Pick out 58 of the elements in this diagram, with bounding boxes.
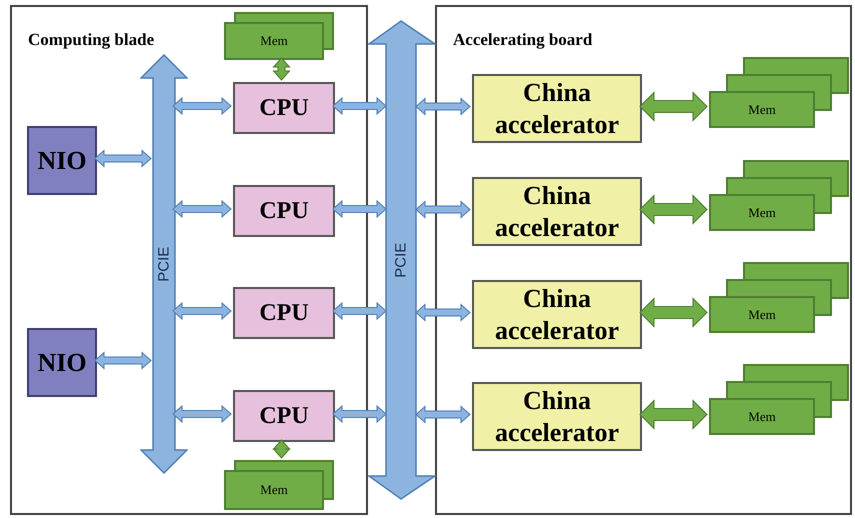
box-label: NIO bbox=[37, 145, 87, 177]
board-panel bbox=[10, 5, 368, 515]
box-label: CPU bbox=[259, 299, 309, 328]
double-arrow bbox=[415, 405, 471, 424]
double-arrow bbox=[272, 439, 291, 459]
double-arrow bbox=[332, 302, 387, 320]
box-label: China accelerator bbox=[494, 180, 620, 244]
double-arrow bbox=[415, 97, 471, 116]
memory-stack bbox=[224, 12, 334, 60]
memory-label: Mem bbox=[748, 408, 776, 426]
memory-label: Mem bbox=[748, 204, 776, 222]
memory-stack bbox=[224, 460, 334, 510]
box-label: CPU bbox=[259, 197, 309, 226]
nio-box bbox=[27, 126, 97, 195]
panel-title: Computing blade bbox=[28, 30, 154, 49]
memory-stack bbox=[709, 262, 849, 333]
double-arrow bbox=[172, 302, 232, 320]
cpu-box bbox=[233, 287, 335, 339]
double-arrow bbox=[94, 351, 152, 370]
double-arrow bbox=[172, 96, 232, 116]
box-label: CPU bbox=[259, 94, 309, 123]
box-label: China accelerator bbox=[494, 384, 620, 448]
double-arrow bbox=[415, 200, 471, 219]
double-arrow bbox=[272, 57, 291, 81]
double-arrow bbox=[332, 96, 387, 116]
double-arrow bbox=[639, 399, 708, 430]
double-arrow bbox=[415, 303, 471, 322]
board-panel bbox=[435, 5, 852, 515]
cpu-box bbox=[233, 185, 335, 237]
memory-label: Mem bbox=[748, 100, 776, 119]
memory-stack bbox=[709, 364, 849, 435]
double-arrow bbox=[639, 91, 708, 122]
memory-stack bbox=[709, 160, 849, 231]
panel-title: Accelerating board bbox=[453, 30, 592, 49]
double-arrow bbox=[639, 297, 708, 328]
double-arrow bbox=[172, 200, 232, 218]
memory-label: Mem bbox=[748, 306, 776, 324]
box-label: NIO bbox=[37, 347, 87, 379]
memory-stack bbox=[709, 57, 849, 128]
double-arrow bbox=[332, 404, 387, 424]
double-arrow bbox=[332, 200, 387, 218]
accelerator-box bbox=[472, 177, 642, 246]
box-label: CPU bbox=[259, 402, 309, 431]
double-arrow bbox=[172, 404, 232, 424]
nio-box bbox=[27, 328, 97, 397]
memory-label: Mem bbox=[260, 481, 288, 500]
bus-label: PCIE bbox=[390, 242, 410, 278]
memory-label: Mem bbox=[260, 32, 288, 50]
cpu-box bbox=[233, 82, 335, 134]
accelerator-box bbox=[472, 382, 642, 451]
bus-label: PCIE bbox=[154, 246, 173, 282]
box-label: China accelerator bbox=[494, 76, 620, 140]
double-arrow bbox=[639, 194, 708, 225]
accelerator-box bbox=[472, 280, 642, 349]
accelerator-box bbox=[472, 74, 642, 143]
box-label: China accelerator bbox=[494, 282, 620, 346]
double-arrow bbox=[94, 149, 152, 168]
cpu-box bbox=[233, 390, 335, 442]
